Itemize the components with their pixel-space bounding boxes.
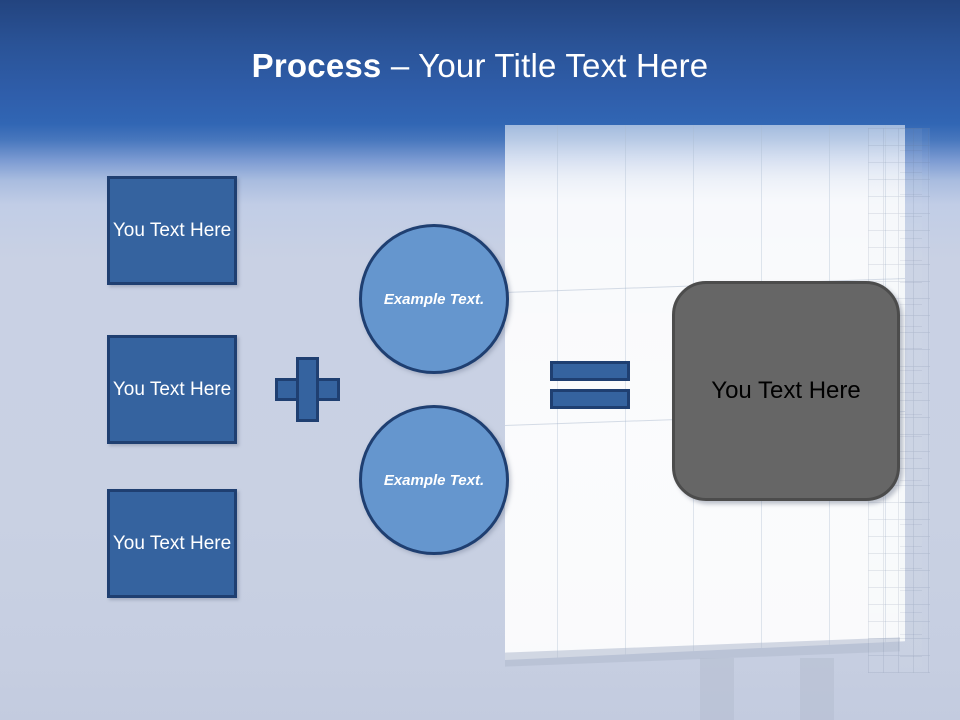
example-circle-2-label: Example Text.: [383, 471, 485, 489]
example-circle-1-label: Example Text.: [383, 290, 485, 308]
billboard-support-leg: [700, 658, 734, 720]
result-box-label: You Text Here: [711, 377, 861, 404]
building-scaffold-column: [900, 128, 922, 673]
page-title-bold: Process: [251, 47, 382, 84]
equals-icon-bottom-bar: [550, 389, 630, 409]
input-box-1[interactable]: You Text Here: [107, 176, 237, 285]
equals-icon: [550, 361, 630, 409]
input-box-1-label: You Text Here: [112, 220, 232, 241]
input-box-3-label: You Text Here: [112, 533, 232, 554]
page-title-rest: – Your Title Text Here: [381, 47, 709, 84]
plus-icon-center: [299, 381, 316, 398]
input-box-2-label: You Text Here: [112, 379, 232, 400]
result-box[interactable]: You Text Here: [672, 281, 900, 501]
example-circle-2[interactable]: Example Text.: [359, 405, 509, 555]
plus-icon: [275, 357, 340, 422]
billboard-support-leg: [800, 658, 834, 720]
equals-icon-top-bar: [550, 361, 630, 381]
input-box-2[interactable]: You Text Here: [107, 335, 237, 444]
page-title: Process – Your Title Text Here: [0, 46, 960, 86]
input-box-3[interactable]: You Text Here: [107, 489, 237, 598]
example-circle-1[interactable]: Example Text.: [359, 224, 509, 374]
